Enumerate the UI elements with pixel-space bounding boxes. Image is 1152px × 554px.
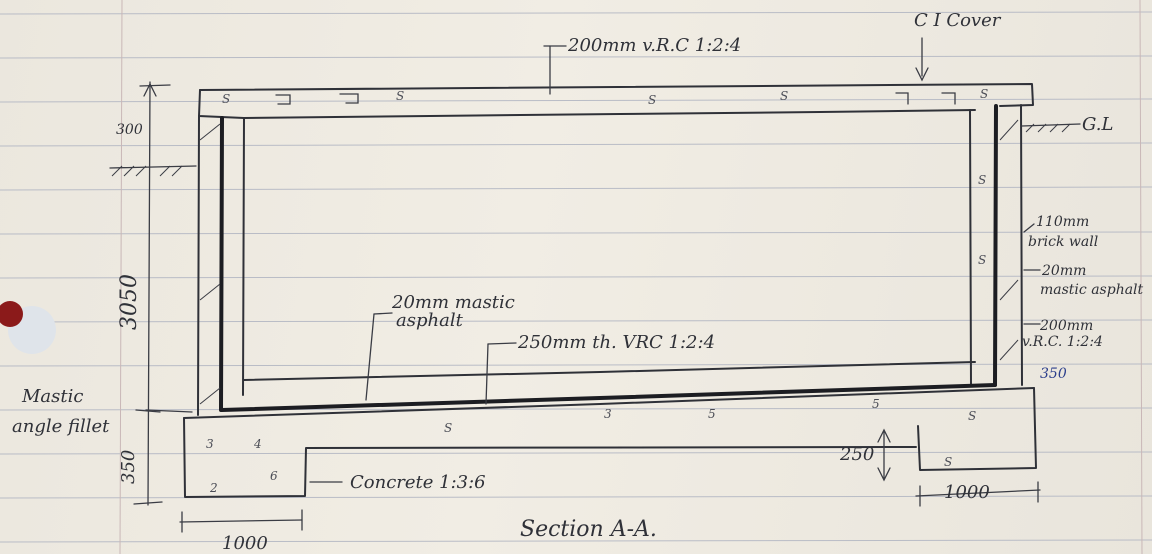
aggregate-mark: S — [222, 92, 230, 106]
dim-1000-right-label: 1000 — [944, 482, 990, 503]
ground-line-right — [1021, 123, 1081, 133]
aggregate-mark: S — [978, 173, 986, 187]
aggregate-mark: S — [396, 89, 404, 103]
annotations: 200mm v.R.C 1:2:4 C I Cover G.L 110mm br… — [12, 10, 1144, 554]
left-wall — [197, 115, 224, 416]
ground-line-left — [109, 165, 197, 177]
mastic-fillet-label-1: Mastic — [21, 386, 83, 407]
mastic-right-label-1: 20mm — [1041, 263, 1086, 279]
section-title: Section A-A. — [520, 517, 657, 542]
dim-350-label: 350 — [118, 450, 139, 484]
rc-wall-label-2: v.R.C. 1:2:4 — [1022, 334, 1103, 350]
dim-3050-label: 3050 — [117, 274, 142, 330]
leader-lines — [145, 45, 1041, 483]
aggregate-mark: 4 — [253, 437, 262, 451]
aggregate-mark: S — [944, 455, 952, 469]
mastic-fillet-label-2: angle fillet — [12, 416, 110, 437]
cover-slab — [198, 37, 1034, 396]
right-wall — [969, 104, 1023, 387]
aggregate-mark: S — [978, 253, 986, 267]
dim-1000-left-label: 1000 — [222, 533, 268, 554]
base-slab-label: 250mm th. VRC 1:2:4 — [517, 332, 715, 353]
dimension-lines — [133, 81, 1041, 533]
aggregate-mark: 5 — [708, 407, 716, 421]
aggregate-mark: S — [780, 89, 788, 103]
brick-wall-label-1: 110mm — [1036, 214, 1089, 230]
binder-hole — [0, 301, 56, 354]
concrete-label: Concrete 1:3:6 — [350, 472, 486, 493]
rc-wall-label-1: 200mm — [1039, 318, 1093, 334]
dim-250-label: 250 — [839, 444, 874, 465]
aggregate-marks: S S S S S S S S 3 5 5 S S 3 4 6 2 — [206, 87, 988, 495]
dim-300-label: 300 — [116, 122, 143, 138]
wall-350-label: 350 — [1040, 366, 1067, 382]
aggregate-mark: 2 — [209, 481, 218, 495]
aggregate-mark: S — [648, 93, 656, 107]
cover-slab-label: 200mm v.R.C 1:2:4 — [567, 35, 741, 56]
aggregate-mark: 3 — [604, 407, 612, 421]
base-slab — [183, 361, 1037, 498]
aggregate-mark: S — [444, 421, 452, 435]
ground-level-label: G.L — [1082, 114, 1113, 135]
aggregate-mark: 6 — [270, 469, 278, 483]
brick-wall-label-2: brick wall — [1028, 234, 1098, 250]
aggregate-mark: 5 — [872, 397, 880, 411]
mastic-right-label-2: mastic asphalt — [1040, 282, 1144, 298]
aggregate-mark: 3 — [206, 437, 214, 451]
mastic-inner-label-1: 20mm mastic — [391, 292, 515, 313]
ci-cover-label: C I Cover — [914, 10, 1002, 31]
mastic-inner-label-2: asphalt — [396, 310, 464, 331]
aggregate-mark: S — [980, 87, 988, 101]
aggregate-mark: S — [968, 409, 976, 423]
